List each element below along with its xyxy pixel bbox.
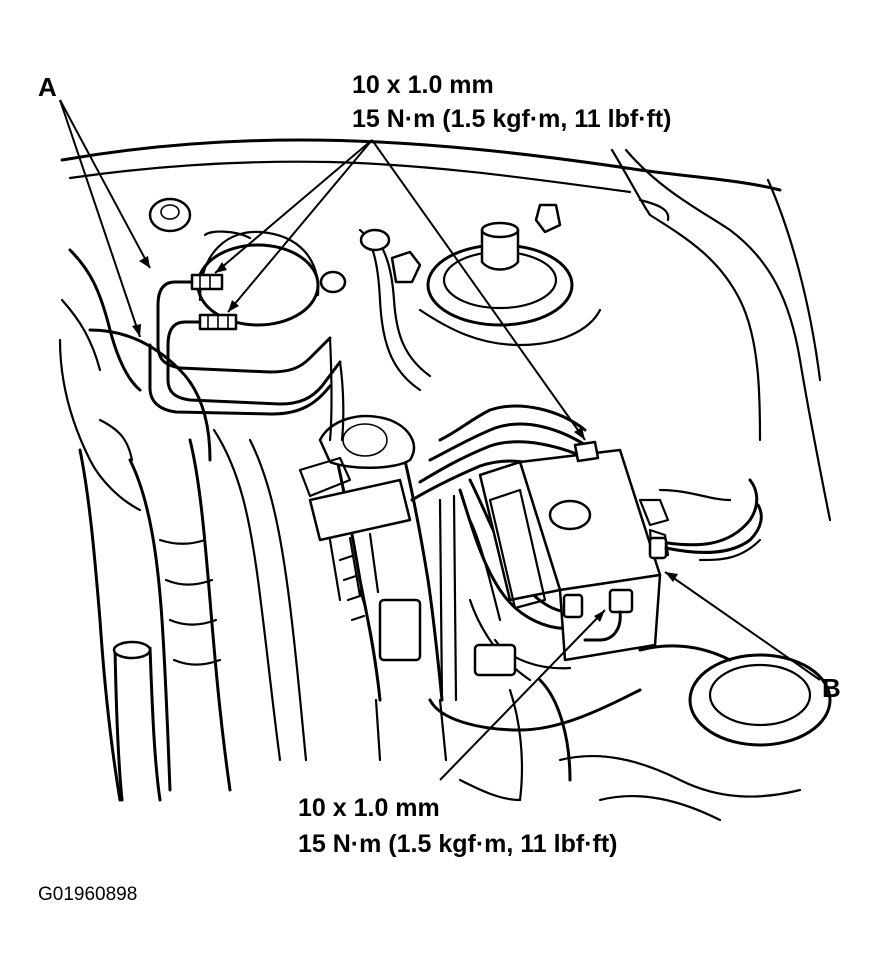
torque-bottom-value: 15 N·m (1.5 kgf·m, 11 lbf·ft)	[298, 830, 618, 858]
engine-bay-artwork	[58, 138, 832, 822]
figure-code: G01960898	[38, 884, 137, 905]
brake-lines-a	[148, 273, 345, 442]
callout-a: A	[38, 72, 57, 102]
torque-top-value: 15 N·m (1.5 kgf·m, 11 lbf·ft)	[352, 105, 672, 133]
callout-b: B	[822, 673, 841, 703]
torque-top-size: 10 x 1.0 mm	[352, 71, 494, 99]
brake-lines-to-modulator	[410, 404, 597, 702]
leader-lines	[59, 99, 821, 781]
torque-bottom-size: 10 x 1.0 mm	[298, 794, 440, 822]
modulator-unit-b	[468, 440, 763, 682]
